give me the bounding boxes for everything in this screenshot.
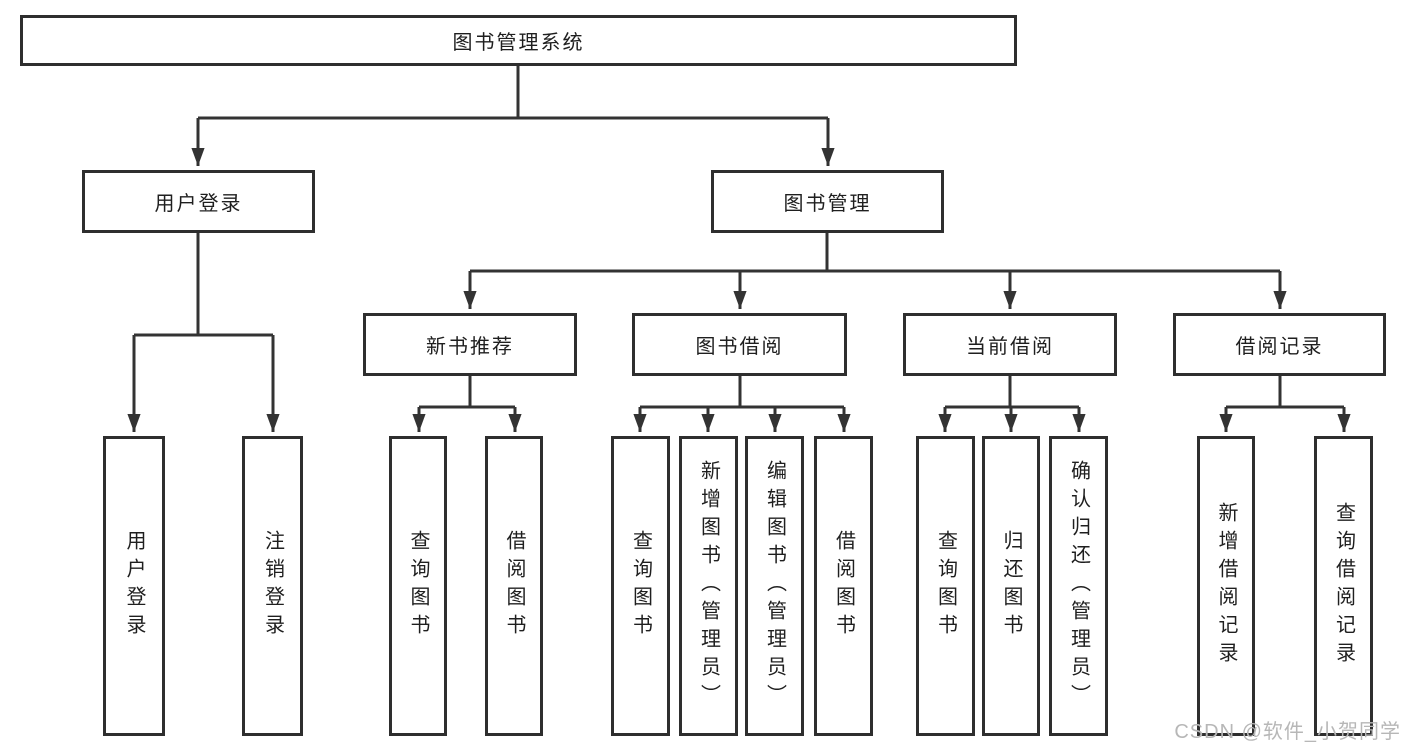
leaf-label: 查询图书 [407, 530, 429, 642]
leaf-label: 归还图书 [1000, 530, 1022, 642]
plain-wires [134, 66, 1344, 409]
leaf-label: 借阅图书 [503, 530, 525, 642]
node-current-borrow: 当前借阅 [903, 313, 1117, 376]
node-leaf-logout: 注销登录 [242, 436, 303, 736]
node-book-management: 图书管理 [711, 170, 944, 233]
node-user-login: 用户登录 [82, 170, 315, 233]
node-leaf-edit-book-admin: 编辑图书（管理员） [745, 436, 804, 736]
node-new-book-recommend: 新书推荐 [363, 313, 577, 376]
node-leaf-query-books-2: 查询图书 [611, 436, 670, 736]
node-leaf-borrow-books-1: 借阅图书 [485, 436, 543, 736]
leaf-label: 新增借阅记录 [1215, 502, 1237, 670]
node-leaf-query-books-1: 查询图书 [389, 436, 447, 736]
node-user-login-label: 用户登录 [154, 193, 243, 215]
leaf-label: 查询图书 [934, 530, 957, 642]
leaf-label: 查询图书 [629, 530, 652, 642]
node-borrow-record: 借阅记录 [1173, 313, 1386, 376]
node-library-system-label: 图书管理系统 [452, 32, 585, 54]
node-leaf-add-borrow-record: 新增借阅记录 [1197, 436, 1255, 736]
leaf-label: 确认归还（管理员） [1067, 460, 1090, 712]
leaf-label: 注销登录 [261, 530, 284, 642]
node-current-borrow-label: 当前借阅 [966, 336, 1054, 358]
node-new-book-recommend-label: 新书推荐 [426, 336, 514, 358]
node-library-system: 图书管理系统 [20, 15, 1017, 66]
node-book-management-label: 图书管理 [783, 193, 872, 215]
leaf-label: 查询借阅记录 [1332, 502, 1355, 670]
leaf-label: 新增图书（管理员） [697, 460, 720, 712]
node-leaf-confirm-return-admin: 确认归还（管理员） [1049, 436, 1108, 736]
leaf-label: 编辑图书（管理员） [763, 460, 786, 712]
node-leaf-borrow-books-2: 借阅图书 [814, 436, 873, 736]
node-leaf-query-books-3: 查询图书 [916, 436, 975, 736]
arrow-wires [127, 118, 1351, 432]
node-leaf-query-borrow-record: 查询借阅记录 [1314, 436, 1373, 736]
node-borrow-record-label: 借阅记录 [1235, 336, 1324, 358]
leaf-label: 用户登录 [123, 530, 145, 642]
leaf-label: 借阅图书 [832, 530, 855, 642]
node-leaf-user-login: 用户登录 [103, 436, 165, 736]
node-book-borrow-label: 图书借阅 [695, 336, 784, 358]
node-leaf-add-book-admin: 新增图书（管理员） [679, 436, 738, 736]
node-leaf-return-book: 归还图书 [982, 436, 1040, 736]
node-book-borrow: 图书借阅 [632, 313, 847, 376]
